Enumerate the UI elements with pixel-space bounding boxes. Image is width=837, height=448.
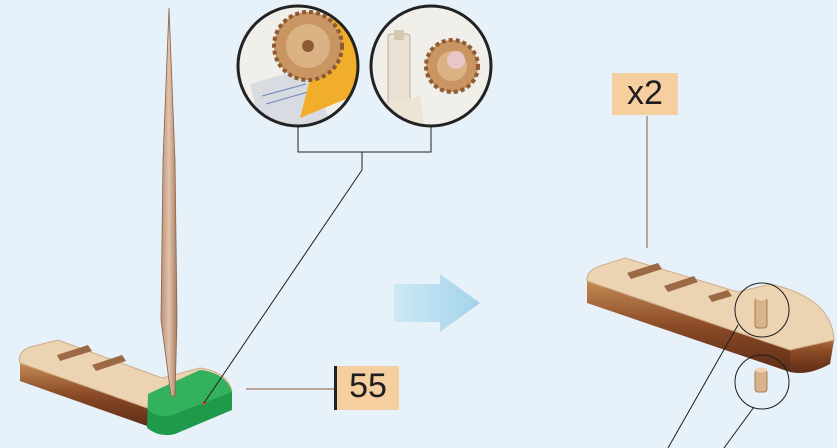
detail-circle-gear-peg — [369, 4, 493, 128]
gear-icon — [424, 38, 480, 94]
skewer-stick — [160, 7, 178, 397]
detail-circle-gear-cutout — [236, 4, 360, 128]
peg-upper — [754, 295, 768, 329]
peg-lower — [754, 367, 768, 393]
quantity-label: x2 — [612, 73, 678, 115]
wood-block-right — [586, 257, 835, 373]
right-arrow-icon — [394, 274, 480, 332]
gear-icon — [272, 10, 344, 82]
peg-callout-circles — [667, 282, 790, 448]
green-highlight-corner — [147, 370, 232, 436]
part-number-label: 55 — [334, 366, 399, 410]
detail-callout-bracket — [203, 126, 432, 404]
